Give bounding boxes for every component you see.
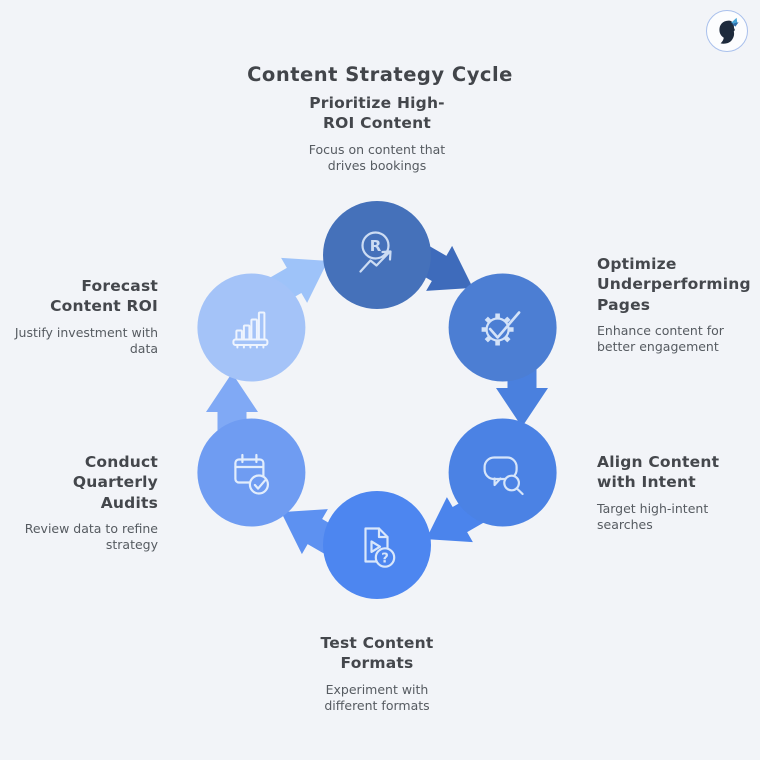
step-desc: Enhance content for better engagement xyxy=(597,323,724,355)
roi-letter: R xyxy=(370,237,382,255)
step-circle-prioritize-high-roi-content xyxy=(323,201,431,309)
head-butterfly-icon xyxy=(719,17,739,44)
step-text-align-content-with-intent: Align Content with Intent Target high-in… xyxy=(597,452,757,532)
gear-check-icon xyxy=(481,311,521,346)
step-text-optimize-underperforming-pages: Optimize Underperforming Pages Enhance c… xyxy=(597,254,757,355)
step-text-forecast-content-roi: Forecast Content ROI Justify investment … xyxy=(3,276,158,356)
question-letter: ? xyxy=(381,552,389,567)
step-title: Prioritize High- ROI Content xyxy=(309,94,445,133)
page-title: Content Strategy Cycle xyxy=(247,63,513,87)
step-title: Optimize Underperforming Pages xyxy=(597,255,751,314)
roi-circle-arrow-icon: R xyxy=(359,231,392,273)
bar-chart-icon xyxy=(232,311,269,349)
step-circles: R ? xyxy=(197,201,557,599)
chat-search-icon xyxy=(483,456,524,496)
step-text-conduct-quarterly-audits: Conduct Quarterly Audits Review data to … xyxy=(3,452,158,553)
step-text-prioritize-high-roi-content: Prioritize High- ROI Content Focus on co… xyxy=(257,93,497,173)
step-desc: Target high-intent searches xyxy=(597,500,709,532)
step-title: Align Content with Intent xyxy=(597,453,720,492)
step-circle-align-content-with-intent xyxy=(448,418,557,527)
step-circle-optimize-underperforming-pages xyxy=(448,273,557,382)
step-desc: Justify investment with data xyxy=(14,324,158,356)
step-desc: Focus on content that drives bookings xyxy=(308,141,446,173)
document-question-icon: ? xyxy=(364,527,396,568)
calendar-check-icon xyxy=(234,453,269,495)
step-circle-conduct-quarterly-audits xyxy=(197,418,306,527)
step-text-test-content-formats: Test Content Formats Experiment with dif… xyxy=(257,633,497,713)
step-desc: Experiment with different formats xyxy=(324,681,430,713)
brand-logo xyxy=(706,10,748,52)
step-title: Conduct Quarterly Audits xyxy=(72,453,158,512)
step-title: Forecast Content ROI xyxy=(50,277,158,316)
step-desc: Review data to refine strategy xyxy=(24,521,158,553)
step-title: Test Content Formats xyxy=(320,634,434,673)
